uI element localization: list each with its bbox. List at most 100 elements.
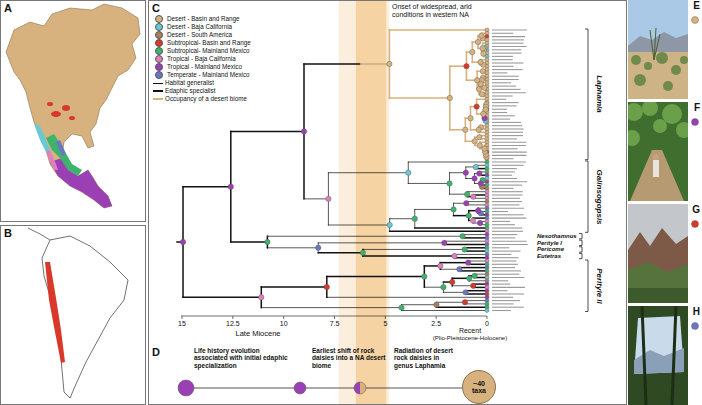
tree-branch bbox=[436, 302, 465, 303]
tree-branch bbox=[459, 267, 487, 269]
tree-branch bbox=[389, 97, 449, 99]
ancestral-state-dot bbox=[447, 95, 452, 100]
tip-name-mark bbox=[492, 165, 523, 166]
shrub bbox=[644, 62, 652, 70]
ancestral-state-dot bbox=[180, 239, 185, 244]
ancestral-state-dot bbox=[465, 260, 470, 265]
tip-name-mark bbox=[492, 257, 519, 258]
legend-row: Subtropical- Basin and Range bbox=[153, 39, 251, 47]
legend-text: Occupancy of a desert biome bbox=[165, 96, 247, 102]
legend-swatch bbox=[155, 63, 163, 71]
tip-name-mark bbox=[492, 132, 523, 133]
clade-bracket bbox=[579, 240, 582, 245]
tip-name-mark bbox=[492, 241, 527, 242]
axis-tick bbox=[232, 316, 233, 319]
ancestral-state-dot bbox=[434, 302, 439, 307]
clade-bracket bbox=[585, 29, 588, 160]
ancestral-state-dot bbox=[463, 290, 468, 295]
legend-text: Subtropical- Basin and Range bbox=[167, 40, 251, 46]
tree-branch bbox=[444, 241, 487, 242]
tip-name-mark bbox=[492, 161, 526, 162]
tree-branch bbox=[468, 261, 487, 262]
tip-name-mark bbox=[492, 175, 512, 176]
tree-branch bbox=[469, 280, 487, 281]
timeline-dot bbox=[178, 380, 194, 396]
tree-branch bbox=[183, 186, 231, 188]
tip-name-mark bbox=[492, 82, 511, 83]
land-outline bbox=[42, 236, 128, 398]
tip-name-mark bbox=[492, 99, 506, 100]
legend-row: Desert - Basin and Range bbox=[153, 15, 251, 23]
habitat-dot bbox=[692, 119, 699, 126]
tree-branch bbox=[444, 244, 487, 246]
central-america bbox=[28, 228, 50, 240]
tree-branch bbox=[466, 201, 487, 202]
ancestral-state-dot bbox=[451, 207, 456, 212]
tree-branch bbox=[304, 198, 328, 199]
tree-branch bbox=[327, 276, 425, 278]
tip-name-mark bbox=[492, 293, 524, 294]
tip-name-mark bbox=[492, 53, 522, 54]
tree-branch bbox=[466, 204, 487, 205]
tip-name-mark bbox=[492, 92, 526, 93]
photo bbox=[628, 204, 688, 303]
ancestral-state-dot bbox=[481, 51, 486, 56]
annotation: Onset of widespread, arid conditions in … bbox=[392, 3, 504, 19]
photo bbox=[628, 306, 688, 405]
tree-branch bbox=[454, 254, 487, 255]
legend-swatch bbox=[155, 39, 163, 47]
photo bbox=[628, 0, 688, 99]
timeline-dot-half bbox=[354, 382, 360, 394]
tip-name-mark bbox=[492, 39, 524, 40]
tip-name-mark bbox=[492, 188, 514, 189]
tip-name-mark bbox=[492, 79, 519, 80]
timeline-dot bbox=[294, 382, 306, 394]
taxa-circle: ~40 taxa bbox=[462, 370, 496, 404]
tree-branch bbox=[459, 270, 487, 272]
shrub bbox=[631, 55, 641, 65]
tip-name-mark bbox=[492, 95, 513, 96]
panel-letter: A bbox=[4, 2, 12, 14]
ancestral-state-dot bbox=[259, 295, 264, 300]
tree-branch bbox=[408, 162, 487, 163]
tip-name-mark bbox=[492, 218, 526, 219]
tree-branch bbox=[363, 255, 454, 257]
legend-text: Tropical - Baja California bbox=[167, 56, 236, 62]
temperate-region bbox=[56, 140, 66, 156]
tip-name-mark bbox=[492, 290, 508, 291]
clade-bracket bbox=[579, 234, 582, 239]
tree-branch bbox=[318, 252, 363, 254]
tree-branch bbox=[467, 191, 487, 192]
tree-branch bbox=[465, 303, 487, 304]
axis-tick-label: 10 bbox=[280, 320, 288, 328]
clade-bracket bbox=[585, 260, 588, 312]
subtropical-patch bbox=[51, 111, 61, 117]
axis-line bbox=[181, 316, 487, 317]
north-america-map bbox=[6, 4, 140, 208]
tip-name-mark bbox=[492, 297, 513, 298]
shrub bbox=[671, 65, 681, 75]
legend-text: Habitat generalist bbox=[165, 80, 214, 86]
habitat-dot bbox=[692, 323, 699, 330]
ancestral-state-dot bbox=[482, 146, 487, 151]
ocotillo bbox=[650, 30, 654, 60]
tip-name-mark bbox=[492, 128, 524, 129]
tree-branch bbox=[465, 250, 487, 252]
tip-name-mark bbox=[492, 227, 522, 228]
tree-branch bbox=[436, 306, 487, 308]
panel-letter: B bbox=[4, 227, 12, 239]
tip-name-mark bbox=[492, 201, 522, 202]
tip-name-mark bbox=[492, 46, 527, 47]
panel-letter: E bbox=[693, 1, 700, 11]
clade-name: Pericome bbox=[537, 246, 564, 252]
tip-name-mark bbox=[492, 86, 516, 87]
tip-name-mark bbox=[492, 69, 523, 70]
tree-trunk bbox=[672, 306, 676, 405]
epoch-label: Late Miocene bbox=[235, 330, 280, 339]
tip-name-mark bbox=[492, 270, 521, 271]
ancestral-state-dot bbox=[477, 171, 482, 176]
tip-name-mark bbox=[492, 221, 510, 222]
tip-name-mark bbox=[492, 62, 523, 63]
photo-panel: E bbox=[628, 0, 702, 100]
